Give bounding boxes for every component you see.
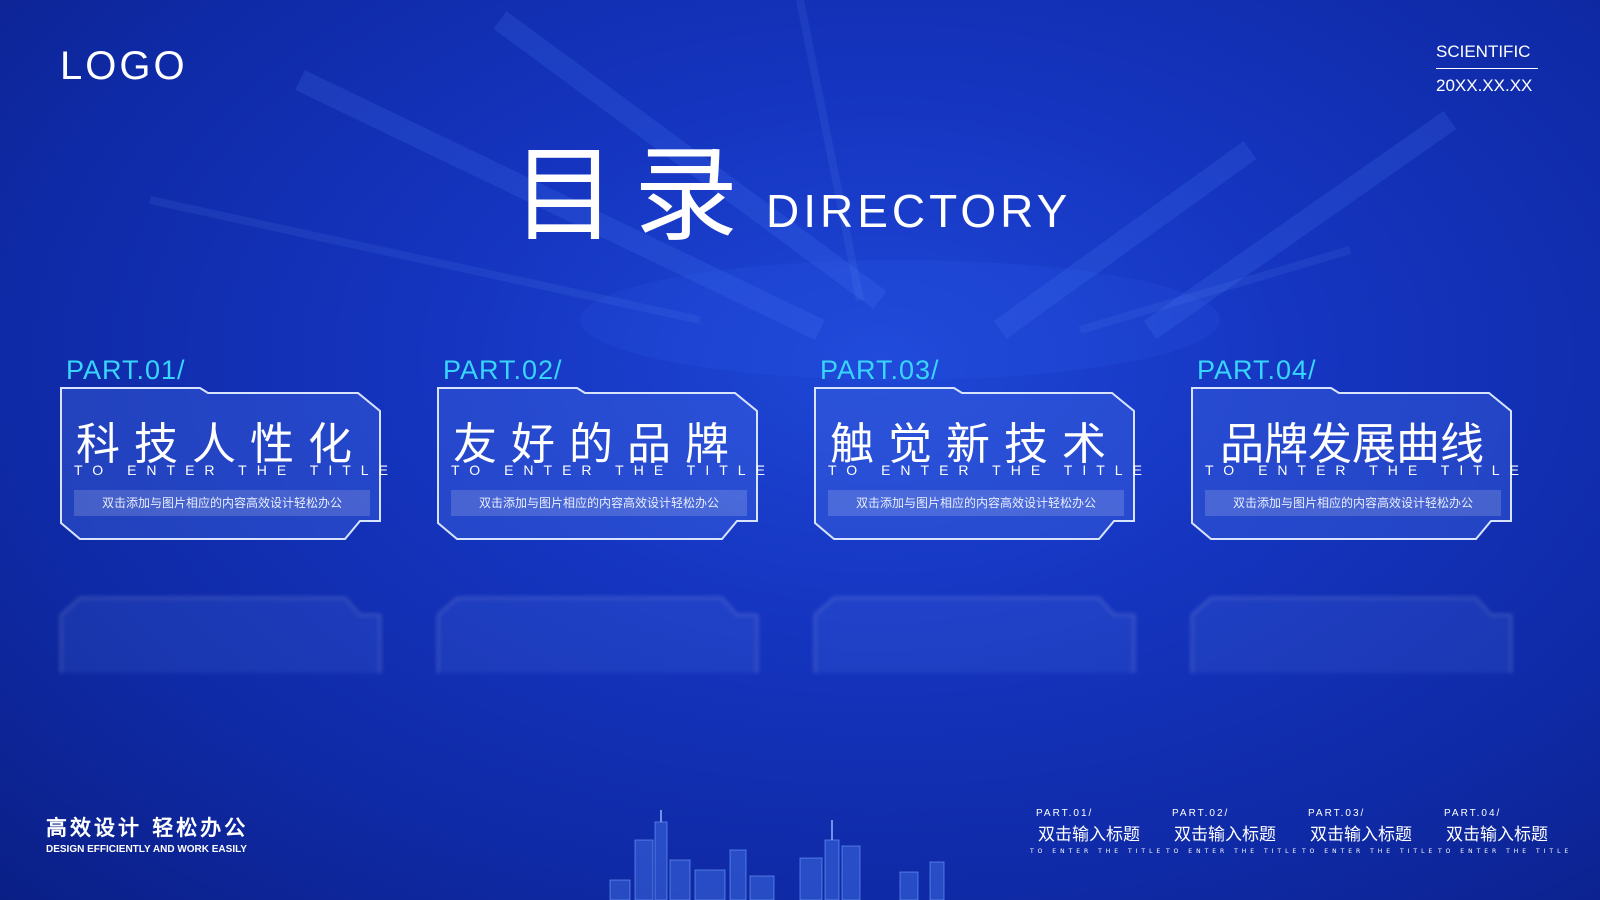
footer-nav-sub: TO ENTER THE TITLE [1030,848,1165,855]
card-description: 双击添加与图片相应的内容高效设计轻松办公 [451,490,747,516]
city-skyline-illustration [609,810,945,900]
slogan-cn: 高效设计 轻松办公 [46,816,249,840]
card-description: 双击添加与图片相应的内容高效设计轻松办公 [1205,490,1501,516]
card-title: 科技人性化 [76,419,366,470]
footer-nav-item-3[interactable]: PART.03/ 双击输入标题 TO ENTER THE TITLE [1302,808,1437,855]
page-title: 目录 DIRECTORY [512,140,1071,250]
section-card-3[interactable]: PART.03/ 触觉新技术 TO ENTER THE TITLE 双击添加与图… [814,355,1152,555]
footer-nav-title: 双击输入标题 [1446,825,1548,845]
footer-nav-title: 双击输入标题 [1174,825,1276,845]
footer-nav-title: 双击输入标题 [1038,825,1140,845]
card-part-label: PART.01/ [66,355,186,385]
footer-nav-part: PART.04/ [1444,808,1502,819]
card-frame [60,387,381,540]
footer-nav-sub: TO ENTER THE TITLE [1302,848,1437,855]
card-part-label: PART.03/ [820,355,940,385]
footer-nav-item-2[interactable]: PART.02/ 双击输入标题 TO ENTER THE TITLE [1166,808,1301,855]
footer-nav-sub: TO ENTER THE TITLE [1438,848,1573,855]
card-subtitle: TO ENTER THE TITLE [828,462,1152,478]
brand-line: SCIENTIFIC [1436,42,1538,69]
card-part-label: PART.02/ [443,355,563,385]
footer-nav-part: PART.02/ [1172,808,1230,819]
card-description: 双击添加与图片相应的内容高效设计轻松办公 [74,490,370,516]
card-title: 友好的品牌 [453,419,743,470]
card-frame [1191,387,1512,540]
slogan-en: DESIGN EFFICIENTLY AND WORK EASILY [46,844,247,855]
card-reflection [814,597,1135,673]
footer-nav-item-4[interactable]: PART.04/ 双击输入标题 TO ENTER THE TITLE [1438,808,1573,855]
slogan: 高效设计 轻松办公 DESIGN EFFICIENTLY AND WORK EA… [46,812,248,855]
card-reflection [60,597,381,673]
card-subtitle: TO ENTER THE TITLE [451,462,775,478]
card-title: 触觉新技术 [830,419,1120,470]
footer-nav-part: PART.01/ [1036,808,1094,819]
section-card-4[interactable]: PART.04/ 品牌发展曲线 TO ENTER THE TITLE 双击添加与… [1191,355,1529,555]
card-part-label: PART.04/ [1197,355,1317,385]
date-text: 20XX.XX.XX [1436,76,1533,95]
footer-nav-title: 双击输入标题 [1310,825,1412,845]
card-description: 双击添加与图片相应的内容高效设计轻松办公 [828,490,1124,516]
section-card-2[interactable]: PART.02/ 友好的品牌 TO ENTER THE TITLE 双击添加与图… [437,355,775,555]
footer-nav-sub: TO ENTER THE TITLE [1166,848,1301,855]
card-title: 品牌发展曲线 [1220,419,1484,470]
card-subtitle: TO ENTER THE TITLE [1205,462,1529,478]
title-cn: 目录 [512,134,757,256]
card-reflection [1191,597,1512,673]
card-reflection [437,597,758,673]
section-card-1[interactable]: PART.01/ 科技人性化 TO ENTER THE TITLE 双击添加与图… [60,355,398,555]
logo-text: LOGO [60,44,188,88]
card-frame [437,387,758,540]
card-subtitle: TO ENTER THE TITLE [74,462,398,478]
brand-block: SCIENTIFIC 20XX.XX.XX [1436,42,1538,96]
card-frame [814,387,1135,540]
footer-nav-item-1[interactable]: PART.01/ 双击输入标题 TO ENTER THE TITLE [1030,808,1165,855]
footer-nav-part: PART.03/ [1308,808,1366,819]
title-en: DIRECTORY [766,185,1072,237]
